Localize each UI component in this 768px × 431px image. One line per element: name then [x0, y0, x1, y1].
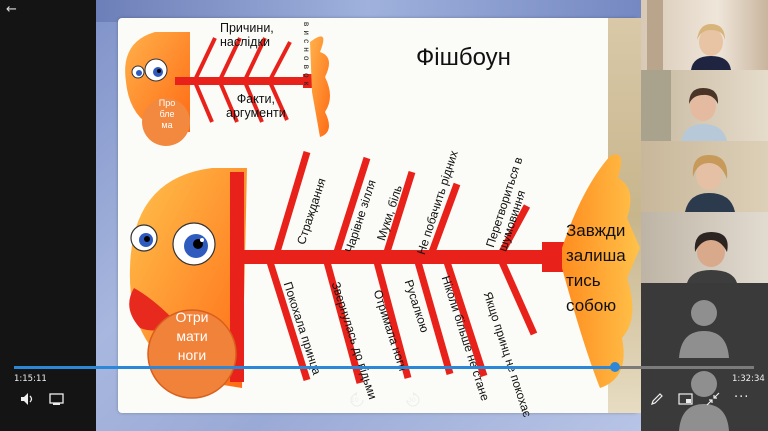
small-fish-head-label: Про бле ма [158, 98, 176, 130]
small-fish-tail-label: в и с н о в о к [302, 22, 311, 87]
big-fish-head-label: Отри мати ноги [175, 309, 209, 363]
participant-video-2[interactable] [641, 70, 768, 141]
big-fish-conclusion: Завжди залиша тись собою [566, 221, 626, 315]
upper-bone-4 [428, 182, 461, 254]
upper-bone-1 [273, 150, 311, 254]
small-fish-head-circle [142, 98, 190, 146]
participant-video-3[interactable] [641, 141, 768, 212]
captions-icon[interactable] [49, 392, 64, 410]
volume-icon[interactable] [20, 392, 34, 410]
lower-bone-3 [373, 261, 412, 379]
back-arrow-icon[interactable]: ← [6, 2, 17, 17]
person-avatar-icon [679, 300, 729, 358]
participant-avatar-6[interactable] [641, 358, 768, 431]
small-fish-tail [310, 36, 330, 137]
upper-bone-3 [383, 170, 416, 254]
skip-back-button[interactable]: 10 [348, 392, 366, 408]
lower-bone-5 [443, 260, 488, 378]
participant-video-1[interactable] [641, 0, 768, 70]
lower-bone-6 [498, 260, 538, 336]
left-rail [0, 0, 96, 431]
participant-video-4[interactable] [641, 212, 768, 283]
big-fishbone-diagram [129, 150, 640, 399]
big-fish-tail [562, 154, 640, 388]
small-fish-bottom-label: Факти, аргументи [226, 92, 286, 120]
person-avatar-icon [679, 371, 729, 431]
big-fish-head-circle [147, 309, 237, 399]
total-time: 1:32:34 [732, 374, 765, 384]
small-fishbone-diagram [125, 32, 330, 146]
lower-bone-1 [266, 260, 311, 382]
small-fish-spine [175, 77, 305, 85]
exit-fullscreen-icon[interactable] [706, 392, 720, 410]
seek-bar-progress [14, 366, 615, 369]
upper-bone-2 [333, 156, 371, 254]
slide-title: Фішбоун [416, 44, 511, 71]
small-fish-top-label: Причини, наслідки [220, 21, 274, 49]
big-fish-spine [240, 250, 562, 264]
seek-handle[interactable] [609, 362, 620, 372]
upper-bone-5 [498, 204, 531, 254]
skip-back-label: 10 [351, 397, 359, 404]
presentation-slide: Причини, наслідки Факти, аргументи Про б… [96, 0, 641, 431]
skip-forward-button[interactable]: 30 [404, 392, 422, 408]
lower-bone-2 [323, 261, 364, 384]
elapsed-time: 1:15:11 [14, 374, 47, 384]
skip-forward-label: 30 [408, 397, 416, 404]
more-options-icon[interactable]: ··· [734, 390, 750, 405]
picture-in-picture-icon[interactable] [678, 393, 693, 410]
participant-avatar-5[interactable] [641, 283, 768, 358]
lower-bone-4 [414, 261, 454, 375]
pen-icon[interactable] [650, 392, 664, 410]
slide-decor-band [96, 0, 641, 22]
